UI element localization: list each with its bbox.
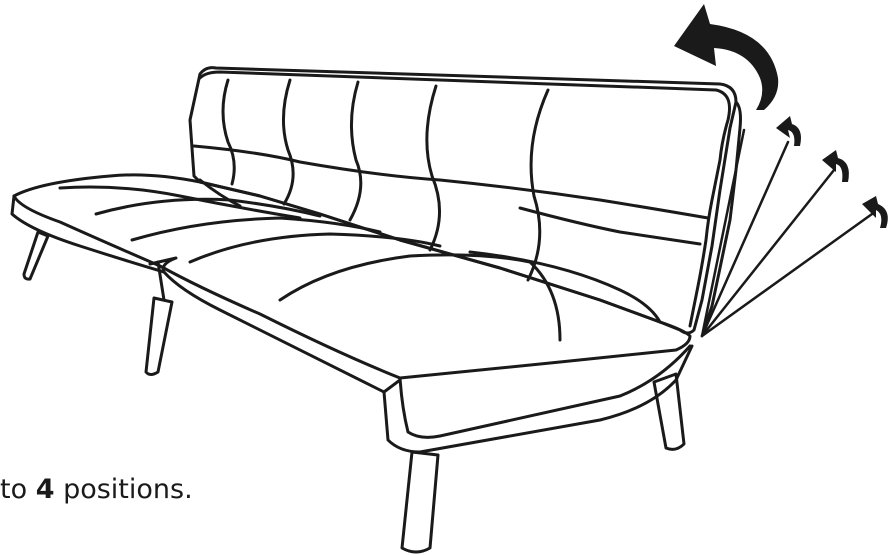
backrest-seam-3	[350, 82, 361, 220]
small-arrow-3	[862, 196, 888, 228]
backrest-seam-4	[427, 86, 440, 250]
leg-front-left	[146, 298, 172, 375]
small-arrow-2	[822, 150, 849, 182]
caption-suffix: positions.	[55, 474, 193, 505]
leg-back-left	[24, 232, 48, 279]
backrest-seam-5	[528, 90, 548, 280]
position-line-1	[702, 142, 788, 336]
backrest-seam-1	[223, 80, 234, 184]
instruction-caption: to 4 positions.	[0, 474, 193, 505]
leg-front-right	[402, 452, 438, 552]
backrest-side	[690, 90, 730, 326]
caption-count: 4	[36, 474, 55, 505]
seat-seam-5	[280, 255, 560, 340]
caption-prefix: to	[0, 474, 36, 505]
position-line-4	[702, 130, 744, 336]
backrest-seam-2	[283, 80, 293, 204]
seat-front-face	[400, 346, 690, 437]
